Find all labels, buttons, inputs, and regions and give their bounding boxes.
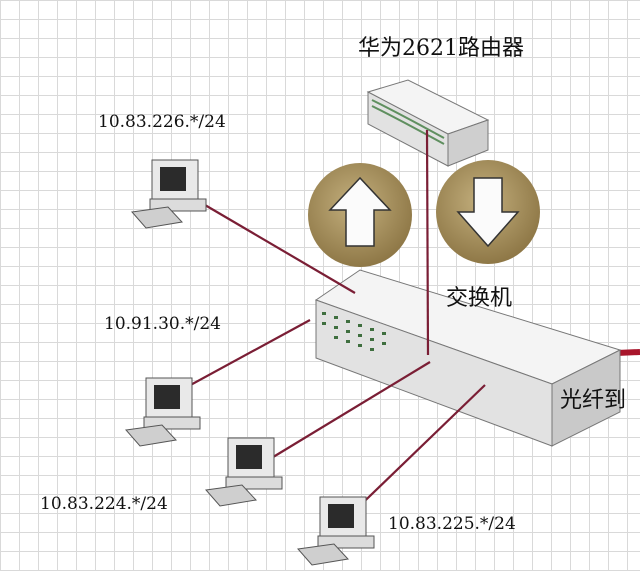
- computer-icon-left: [125, 377, 201, 447]
- link-bottom-left-pc: [259, 361, 431, 466]
- arrow-down-icon: [436, 160, 540, 264]
- link-top-pc: [204, 204, 356, 294]
- subnet-label-mid: 10.91.30.*/24: [104, 314, 221, 334]
- link-left-pc: [184, 319, 311, 389]
- computer-icon-bottom-left: [205, 437, 283, 507]
- router-device: [366, 79, 490, 167]
- subnet-label-top: 10.83.226.*/24: [98, 112, 226, 132]
- subnet-label-bottom-right: 10.83.225.*/24: [388, 514, 516, 534]
- network-links: [184, 129, 486, 521]
- arrow-up-icon: [308, 163, 412, 267]
- link-router: [425, 129, 430, 356]
- switch-label: 交换机: [446, 286, 513, 311]
- switch-device: [314, 269, 622, 447]
- subnet-label-bottom-left: 10.83.224.*/24: [40, 494, 168, 514]
- computer-icon-bottom-right: [297, 496, 375, 566]
- link-bottom-right-pc: [344, 384, 486, 521]
- switch-port-leds: [322, 312, 386, 351]
- router-label: 华为2621路由器: [358, 36, 524, 61]
- computer-icon-top: [131, 159, 207, 229]
- fiber-label: 光纤到: [560, 388, 627, 413]
